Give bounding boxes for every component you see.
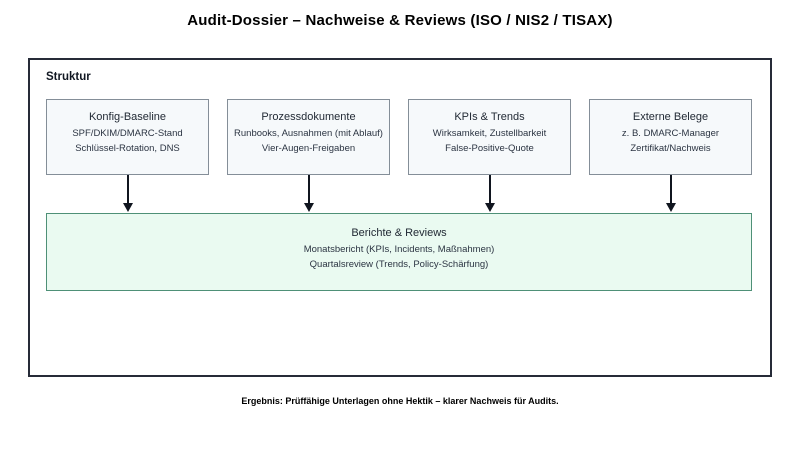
box-title: KPIs & Trends — [454, 111, 525, 123]
struktur-frame: Struktur Konfig-Baseline SPF/DKIM/DMARC-… — [28, 58, 772, 377]
box-line: Wirksamkeit, Zustellbarkeit — [432, 128, 547, 139]
arrow-cell — [589, 175, 752, 213]
box-line: Vier-Augen-Freigaben — [261, 143, 356, 154]
box-prozessdokumente: Prozessdokumente Runbooks, Ausnahmen (mi… — [227, 99, 390, 175]
result-caption: Ergebnis: Prüffähige Unterlagen ohne Hek… — [241, 396, 559, 406]
box-berichte-reviews: Berichte & Reviews Monatsbericht (KPIs, … — [46, 213, 752, 291]
box-line: False-Positive-Quote — [445, 143, 534, 154]
box-line: Quartalsreview (Trends, Policy-Schärfung… — [309, 259, 489, 270]
box-title: Berichte & Reviews — [351, 227, 447, 239]
box-kpis-trends: KPIs & Trends Wirksamkeit, Zustellbarkei… — [408, 99, 571, 175]
box-konfig-baseline: Konfig-Baseline SPF/DKIM/DMARC-Stand Sch… — [46, 99, 209, 175]
arrow-cell — [408, 175, 571, 213]
box-line: SPF/DKIM/DMARC-Stand — [72, 128, 183, 139]
arrow-cell — [46, 175, 209, 213]
box-externe-belege: Externe Belege z. B. DMARC-Manager Zerti… — [589, 99, 752, 175]
arrow-down-icon — [488, 175, 491, 204]
box-title: Externe Belege — [632, 111, 709, 123]
source-boxes-row: Konfig-Baseline SPF/DKIM/DMARC-Stand Sch… — [46, 99, 752, 175]
frame-label: Struktur — [46, 71, 91, 83]
box-title: Prozessdokumente — [261, 111, 356, 123]
arrow-down-icon — [126, 175, 129, 204]
arrow-cell — [227, 175, 390, 213]
connector-arrows-row — [46, 175, 752, 213]
arrow-down-icon — [669, 175, 672, 204]
box-line: Monatsbericht (KPIs, Incidents, Maßnahme… — [303, 244, 495, 255]
box-line: Runbooks, Ausnahmen (mit Ablauf) — [234, 128, 383, 139]
box-title: Konfig-Baseline — [88, 111, 167, 123]
box-line: Schlüssel-Rotation, DNS — [75, 143, 180, 154]
arrow-down-icon — [307, 175, 310, 204]
box-line: Zertifikat/Nachweis — [630, 143, 711, 154]
box-line: z. B. DMARC-Manager — [621, 128, 720, 139]
page-title: Audit-Dossier – Nachweise & Reviews (ISO… — [187, 12, 613, 29]
